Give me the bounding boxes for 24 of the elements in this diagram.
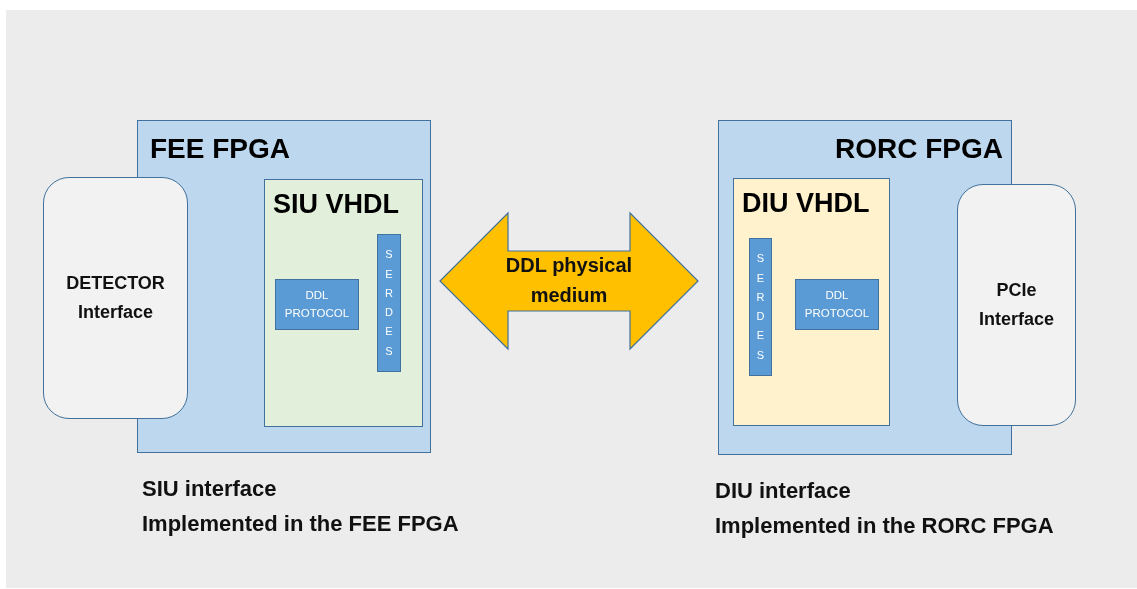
caption-text: Implemented in the RORC FPGA <box>715 515 1054 537</box>
block-label: SERDES <box>384 247 394 359</box>
caption-text: SIU interface <box>142 478 277 500</box>
caption-text: Implemented in the FEE FPGA <box>142 513 459 535</box>
interface-label: PCIe Interface <box>977 279 1055 331</box>
block-label: DDL PROTOCOL <box>803 287 871 321</box>
double-arrow <box>439 211 699 351</box>
block-title: SIU VHDL <box>272 188 399 218</box>
block-title: FEE FPGA <box>149 132 290 163</box>
vhdl-block <box>733 178 890 426</box>
block-label: SERDES <box>755 251 766 363</box>
interface-box <box>43 177 188 419</box>
edge-label: DDL physical medium <box>504 253 634 308</box>
protocol-block <box>795 279 879 330</box>
caption-text: DIU interface <box>715 480 851 502</box>
serdes-block <box>377 234 401 372</box>
block-title: RORC FPGA <box>835 132 1004 163</box>
serdes-block <box>749 238 772 376</box>
block-label: DDL PROTOCOL <box>283 287 351 321</box>
protocol-block <box>275 279 359 330</box>
block-title: DIU VHDL <box>741 187 870 217</box>
vhdl-block <box>264 179 423 427</box>
interface-label: DETECTOR Interface <box>65 272 166 324</box>
interface-box <box>957 184 1076 426</box>
